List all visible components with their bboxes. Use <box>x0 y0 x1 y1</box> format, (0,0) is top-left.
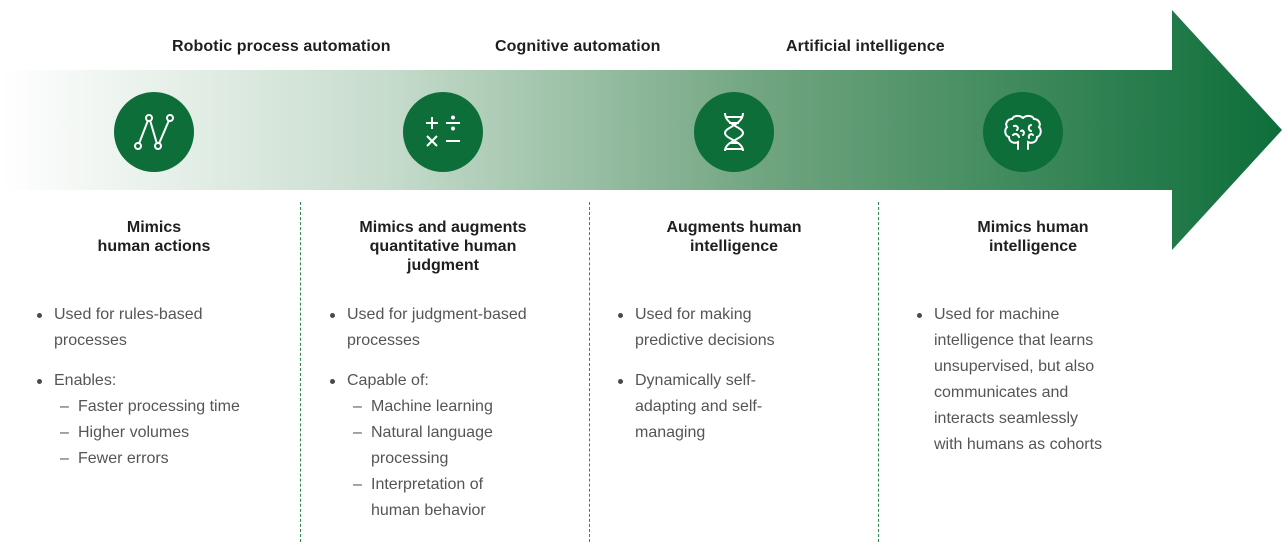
bullet-item: Capable of: Machine learning Natural lan… <box>329 368 584 524</box>
math-operators-icon <box>426 115 460 147</box>
title-line: intelligence <box>689 238 779 255</box>
title-line: Augments human <box>666 219 802 236</box>
column-bullets-4: Used for machine intelligence that learn… <box>916 302 1176 472</box>
icon-circle-2 <box>403 92 483 172</box>
bullet-item: Used for rules-based processes <box>36 302 286 354</box>
icon-circle-4 <box>983 92 1063 172</box>
sub-item: Faster processing time <box>54 394 286 420</box>
sub-item: Higher volumes <box>54 420 286 446</box>
column-title-4: Mimics human intelligence <box>933 218 1133 256</box>
column-bullets-3: Used for making predictive decisions Dyn… <box>617 302 867 460</box>
column-bullets-2: Used for judgment-based processes Capabl… <box>329 302 584 538</box>
title-line: quantitative human <box>369 238 517 255</box>
stage-label-cognitive: Cognitive automation <box>495 38 661 55</box>
sub-text: Higher volumes <box>78 424 190 441</box>
sub-item: Natural language processing <box>347 420 584 472</box>
icon-circle-1 <box>114 92 194 172</box>
brain-icon <box>1004 114 1042 150</box>
sub-text: Machine learning <box>371 398 493 415</box>
bullet-text: processes <box>347 332 420 349</box>
column-divider-2 <box>589 202 590 542</box>
title-line: Mimics <box>126 219 182 236</box>
bullet-text: Used for making <box>635 306 752 323</box>
node-graph-icon <box>134 114 174 150</box>
bullet-item: Used for judgment-based processes <box>329 302 584 354</box>
bullet-text: intelligence that learns <box>934 332 1094 349</box>
sub-text: human behavior <box>371 502 486 519</box>
sub-text: Faster processing time <box>78 398 240 415</box>
column-title-1: Mimics human actions <box>64 218 244 256</box>
bullet-text: Used for judgment-based <box>347 306 527 323</box>
bullet-text: managing <box>635 424 706 441</box>
stage-label-rpa: Robotic process automation <box>172 38 391 55</box>
bullet-text: adapting and self- <box>635 398 763 415</box>
sub-item: Fewer errors <box>54 446 286 472</box>
bullet-item: Enables: Faster processing time Higher v… <box>36 368 286 472</box>
title-line: human actions <box>97 238 211 255</box>
sub-item: Interpretation of human behavior <box>347 472 584 524</box>
title-line: Mimics human <box>977 219 1089 236</box>
bullet-text: Dynamically self- <box>635 372 756 389</box>
bullet-text: communicates and <box>934 384 1069 401</box>
sub-text: Interpretation of <box>371 476 484 493</box>
sub-text: Natural language <box>371 424 493 441</box>
bullet-text: Used for machine <box>934 306 1060 323</box>
bullet-text: Used for rules-based <box>54 306 203 323</box>
bullet-item: Used for machine intelligence that learn… <box>916 302 1176 458</box>
bullet-text: with humans as cohorts <box>934 436 1103 453</box>
sub-item: Machine learning <box>347 394 584 420</box>
bullet-text: processes <box>54 332 127 349</box>
column-bullets-1: Used for rules-based processes Enables: … <box>36 302 286 486</box>
sub-text: Fewer errors <box>78 450 169 467</box>
title-line: Mimics and augments <box>359 219 527 236</box>
bullet-text: Enables: <box>54 372 117 389</box>
column-title-3: Augments human intelligence <box>634 218 834 256</box>
stage-label-ai: Artificial intelligence <box>786 38 945 55</box>
bullet-text: predictive decisions <box>635 332 775 349</box>
dna-icon <box>723 112 745 152</box>
bullet-item: Dynamically self- adapting and self- man… <box>617 368 867 446</box>
bullet-text: interacts seamlessly <box>934 410 1079 427</box>
bullet-item: Used for making predictive decisions <box>617 302 867 354</box>
icon-circle-3 <box>694 92 774 172</box>
title-line: intelligence <box>988 238 1078 255</box>
column-divider-3 <box>878 202 879 542</box>
bullet-text: Capable of: <box>347 372 429 389</box>
column-title-2: Mimics and augments quantitative human j… <box>328 218 558 275</box>
column-divider-1 <box>300 202 301 542</box>
sub-text: processing <box>371 450 449 467</box>
bullet-text: unsupervised, but also <box>934 358 1095 375</box>
title-line: judgment <box>407 257 479 274</box>
